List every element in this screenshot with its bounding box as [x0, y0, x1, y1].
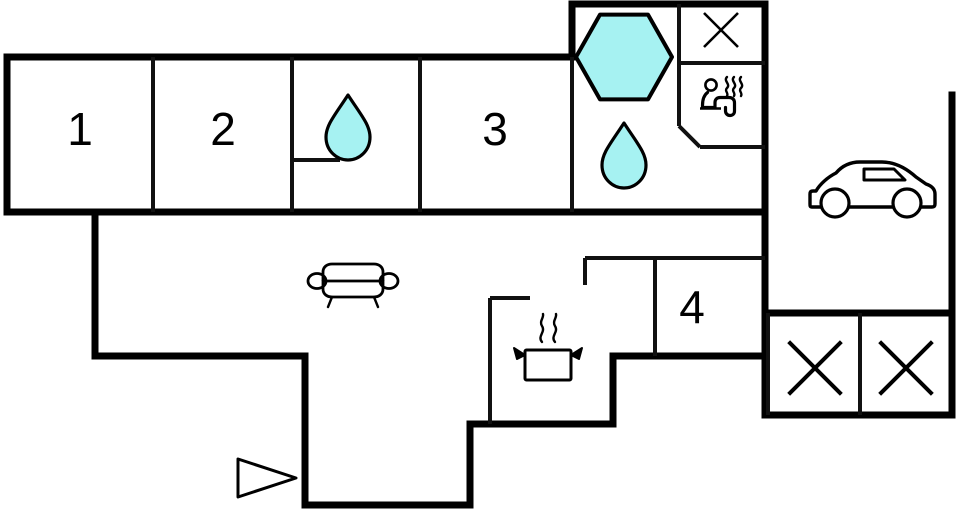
interior-wall-segment [677, 124, 702, 149]
cooking-pot-icon[interactable]: Kitchen [513, 312, 583, 382]
sofa-arm-left [306, 272, 328, 290]
sofa-legs [326, 295, 380, 309]
car-wheel-front [891, 187, 923, 219]
room-number-label-3: 3 [482, 103, 508, 155]
entrance-arrow-icon[interactable]: Entrance [236, 457, 298, 499]
cross-mark-icon[interactable]: Unused room [878, 340, 934, 396]
pot-steam-left [539, 312, 545, 344]
cross-mark-shape [787, 340, 843, 396]
sauna-heat-wave [738, 75, 744, 98]
car-body [808, 160, 937, 209]
cross-mark-shape [878, 340, 934, 396]
sauna-heat-wave [724, 75, 730, 98]
icons-group: Bathroom Swimming poolBathroom Sauna Toilet… [236, 12, 937, 499]
water-drop-icon[interactable]: Bathroom [600, 121, 648, 190]
sauna-icon[interactable]: Sauna [700, 75, 744, 118]
sofa-icon[interactable]: Living room [306, 262, 400, 309]
pot-body [523, 348, 573, 382]
cross-mark-icon[interactable]: Unused room [787, 340, 843, 396]
sauna-person-head [704, 78, 718, 92]
pot-steam-right [552, 312, 558, 344]
cross-mark-shape [703, 12, 739, 48]
water-drop-shape [600, 121, 648, 190]
pool-hexagon-shape [574, 12, 674, 102]
room-number-label-1: 1 [67, 103, 93, 155]
water-drop-shape [324, 93, 372, 162]
pot-handles [513, 347, 583, 360]
room-number-label-4: 4 [679, 281, 705, 333]
exterior-walls-group [3, 0, 956, 509]
sauna-heat-wave [731, 75, 737, 98]
car-wheel-rear [819, 187, 851, 219]
room-number-label-2: 2 [210, 103, 236, 155]
sauna-person-body [700, 90, 737, 118]
water-drop-icon[interactable]: Bathroom [324, 93, 372, 162]
car-icon[interactable]: Carport [808, 160, 937, 219]
swimming-pool-icon[interactable]: Swimming pool [574, 12, 674, 102]
cross-mark-icon[interactable]: Toilet / unused room [703, 12, 739, 48]
entrance-arrow-shape [236, 457, 298, 499]
interior-walls-group [151, 4, 862, 424]
sofa-arm-right [378, 272, 400, 290]
car-window [862, 167, 907, 182]
sofa-backrest [321, 262, 385, 281]
room-labels-group: 1 2 3 4 [67, 103, 705, 333]
